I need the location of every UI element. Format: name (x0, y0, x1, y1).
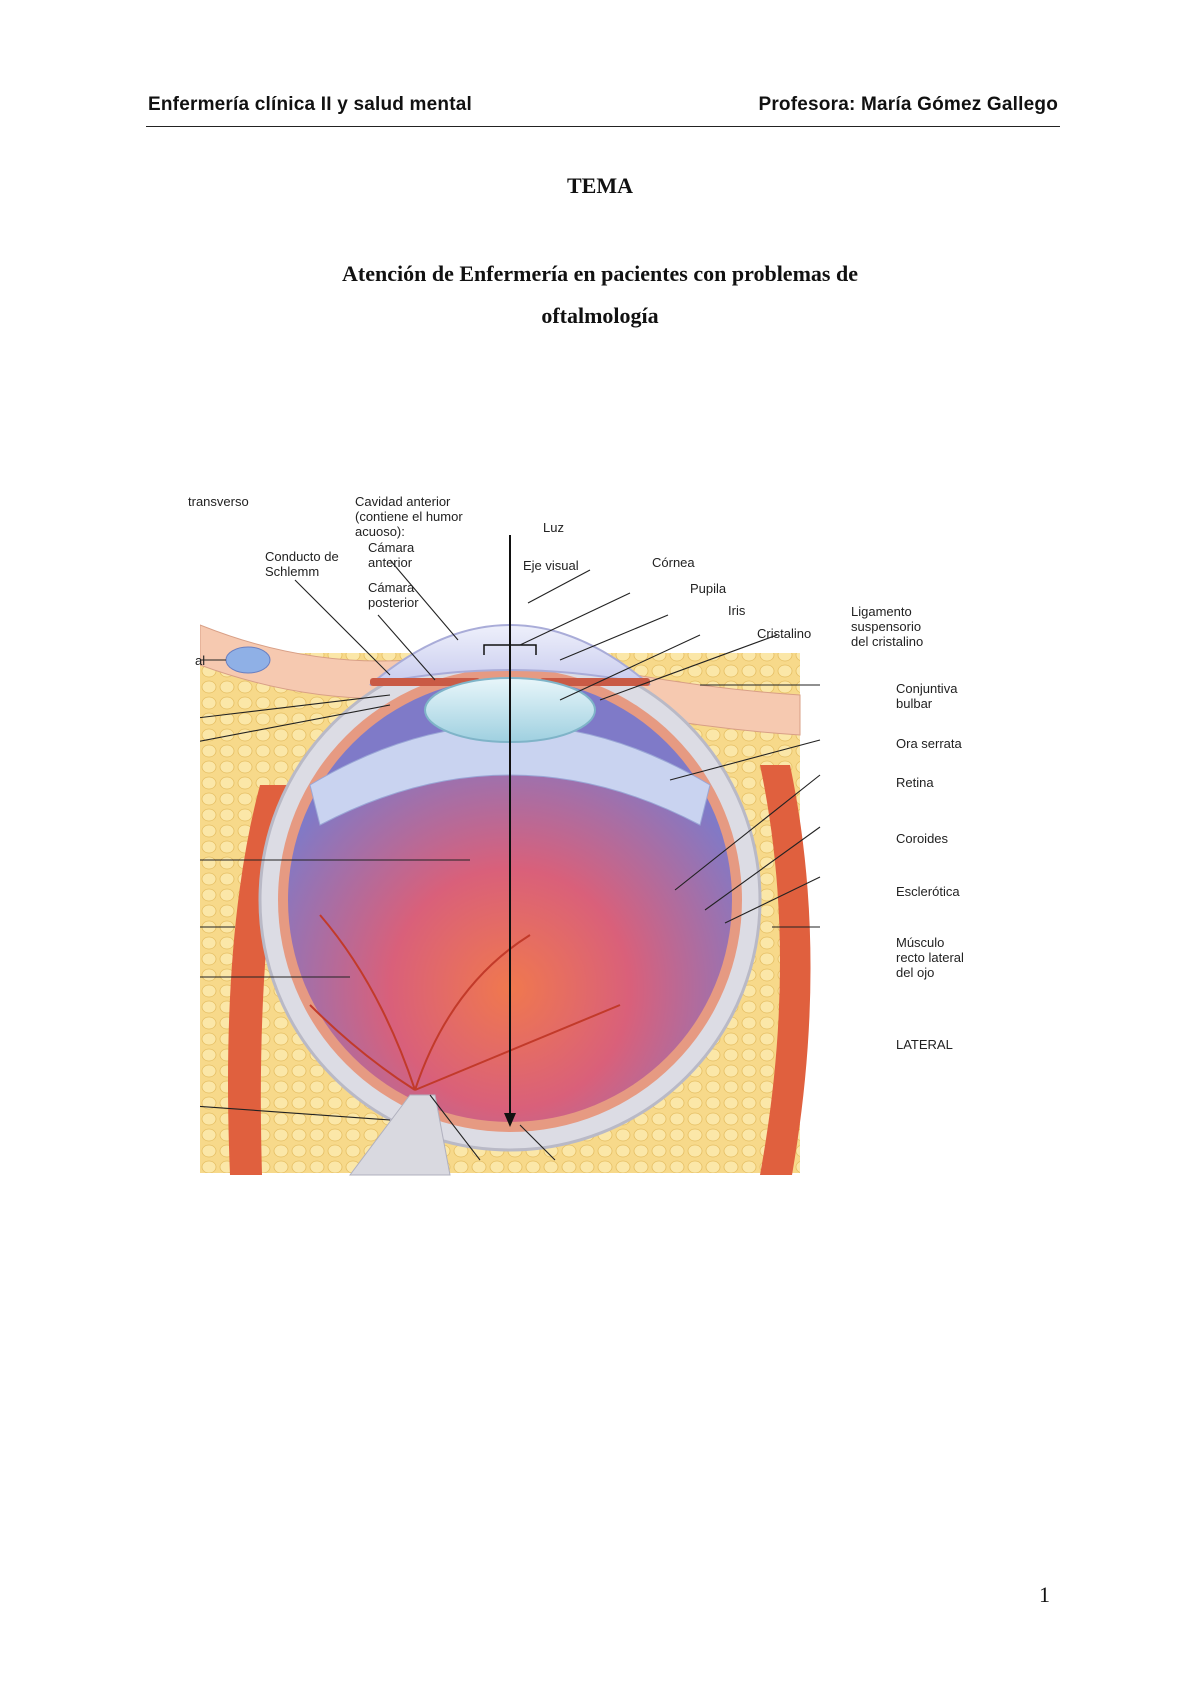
header-course: Enfermería clínica II y salud mental (148, 94, 472, 115)
label-cavidad-anterior: Cavidad anterior (contiene el humor acuo… (355, 494, 463, 539)
label-iris: Iris (728, 603, 746, 618)
retinal-vessels (309, 914, 621, 1091)
title-line-1: Atención de Enfermería en pacientes con … (342, 261, 858, 286)
label-camara-posterior: Cámara posterior (368, 580, 419, 610)
label-transverso: transverso (188, 494, 249, 509)
lacrimal-structure (225, 646, 271, 674)
title-line-2: oftalmología (541, 303, 659, 328)
label-cornea: Córnea (652, 555, 695, 570)
label-ora-serrata: Ora serrata (896, 736, 962, 751)
label-cristalino: Cristalino (757, 626, 812, 641)
label-conducto-schlemm: Conducto de Schlemm (265, 549, 339, 579)
label-coroides: Coroides (896, 831, 949, 846)
page-header: Enfermería clínica II y salud mental Pro… (146, 92, 1060, 127)
eye-cross-section-illustration (200, 535, 821, 1176)
label-retina: Retina (896, 775, 934, 790)
label-eje-visual: Eje visual (523, 558, 579, 573)
label-conjuntiva-bulbar: Conjuntiva bulbar (896, 681, 958, 711)
label-luz: Luz (543, 520, 564, 535)
page-number: 1 (1039, 1582, 1050, 1607)
medial-rectus-muscle (228, 785, 290, 1175)
pupil-bracket (483, 644, 537, 655)
optic-nerve (349, 1094, 451, 1176)
iris-left (370, 678, 480, 686)
leader-lines (200, 559, 821, 1161)
lateral-rectus-muscle (760, 765, 811, 1175)
document-title: Atención de Enfermería en pacientes con … (0, 253, 1200, 337)
visual-axis-arrowhead (504, 1113, 516, 1127)
eye-anatomy-figure: transverso Cavidad anterior (contiene el… (188, 494, 980, 1265)
iris-right (540, 678, 650, 686)
label-musculo-recto-lateral: Músculo recto lateral del ojo (896, 935, 964, 980)
label-esclerotica: Esclerótica (896, 884, 960, 899)
label-pupila: Pupila (690, 581, 727, 596)
header-professor: Profesora: María Gómez Gallego (758, 94, 1058, 115)
section-label: TEMA (567, 173, 633, 198)
label-ligamento-suspensorio: Ligamento suspensorio del cristalino (851, 604, 924, 649)
label-lateral: LATERAL (896, 1037, 953, 1052)
label-camara-anterior: Cámara anterior (368, 540, 415, 570)
label-al: al (195, 653, 206, 668)
